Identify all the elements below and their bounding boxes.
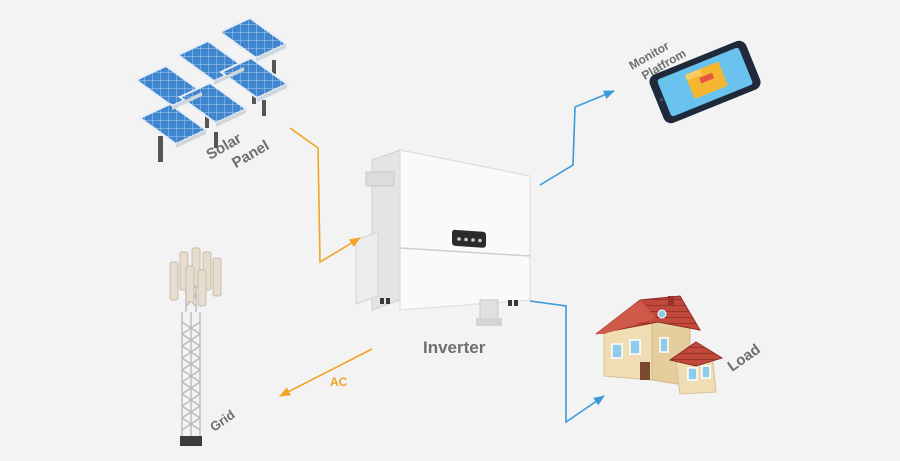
inverter-to-monitor-arrow [539, 90, 616, 186]
inverter-label: Inverter [423, 338, 486, 357]
solar-panel-icon [134, 16, 289, 162]
ac-label: AC [330, 375, 348, 389]
load-label: Load [725, 341, 764, 375]
grid-label: Grid [207, 407, 238, 435]
solar-panel-label: Solar Panel [204, 120, 273, 181]
inverter-to-load-arrow [529, 300, 605, 424]
house-icon [595, 295, 724, 395]
grid-tower-icon [169, 247, 222, 446]
solar-to-inverter-arrow [289, 127, 361, 264]
inverter-to-grid-arrow [279, 348, 373, 397]
inverter-icon [355, 149, 531, 326]
smartphone-icon [649, 40, 761, 124]
